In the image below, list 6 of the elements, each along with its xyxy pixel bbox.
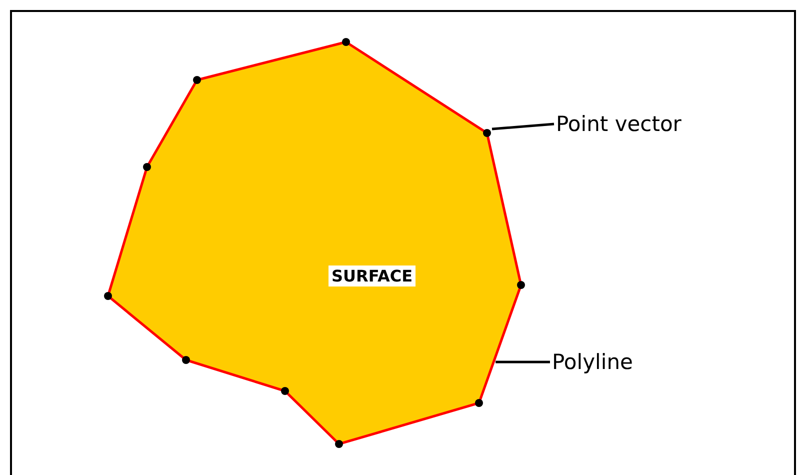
surface-label: SURFACE	[328, 266, 416, 286]
leader-line	[496, 360, 550, 364]
callout-label: Polyline	[552, 349, 633, 375]
vertex-point	[483, 129, 491, 137]
leader-line	[492, 122, 554, 130]
callout-label: Point vector	[556, 111, 682, 137]
